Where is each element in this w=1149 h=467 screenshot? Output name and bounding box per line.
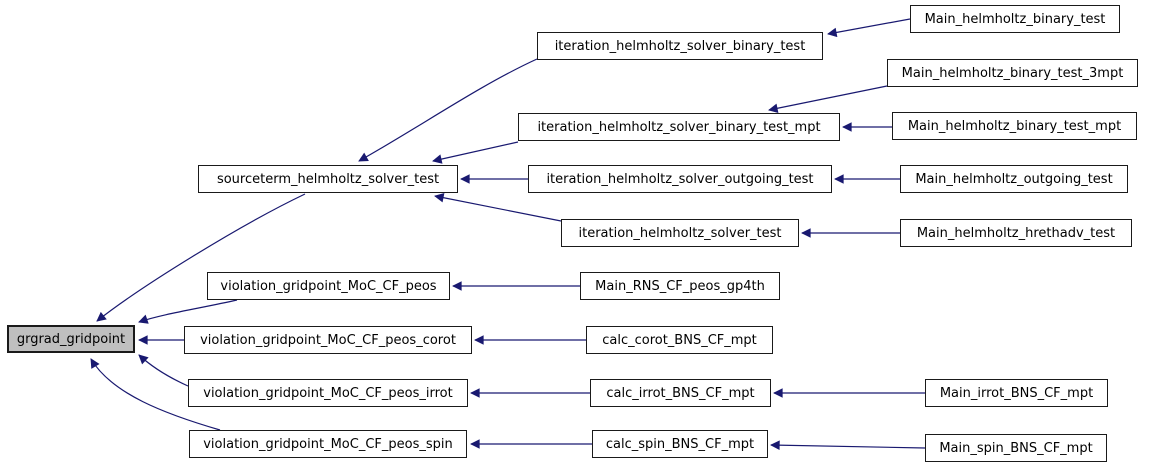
node-calc-irrot-bns-cf-mpt[interactable]: calc_irrot_BNS_CF_mpt — [590, 379, 771, 407]
node-label: iteration_helmholtz_solver_test — [578, 225, 782, 241]
node-violation-gridpoint-moc-cf-peos-irrot[interactable]: violation_gridpoint_MoC_CF_peos_irrot — [188, 379, 468, 407]
node-label: violation_gridpoint_MoC_CF_peos_spin — [203, 436, 453, 452]
node-label: iteration_helmholtz_solver_binary_test — [554, 38, 806, 54]
node-iteration-helmholtz-solver-outgoing-test[interactable]: iteration_helmholtz_solver_outgoing_test — [528, 165, 832, 193]
node-label: Main_spin_BNS_CF_mpt — [939, 440, 1093, 456]
node-violation-gridpoint-moc-cf-peos-corot[interactable]: violation_gridpoint_MoC_CF_peos_corot — [184, 326, 472, 354]
node-violation-gridpoint-moc-cf-peos[interactable]: violation_gridpoint_MoC_CF_peos — [207, 272, 450, 300]
edge-iteration_helmholtz_solver_test-sourceterm_helmholtz_solver_test — [434, 192, 562, 222]
node-iteration-helmholtz-solver-test[interactable]: iteration_helmholtz_solver_test — [561, 219, 799, 247]
node-label: iteration_helmholtz_solver_outgoing_test — [546, 171, 814, 187]
node-main-rns-cf-peos-gp4th[interactable]: Main_RNS_CF_peos_gp4th — [580, 272, 780, 300]
node-label: sourceterm_helmholtz_solver_test — [216, 171, 440, 187]
node-calc-corot-bns-cf-mpt[interactable]: calc_corot_BNS_CF_mpt — [586, 326, 773, 354]
node-label: Main_helmholtz_binary_test — [924, 11, 1106, 27]
node-label: calc_spin_BNS_CF_mpt — [605, 436, 755, 452]
node-label: violation_gridpoint_MoC_CF_peos — [220, 278, 437, 294]
node-grgrad-gridpoint[interactable]: grgrad_gridpoint — [7, 325, 135, 353]
node-label: iteration_helmholtz_solver_binary_test_m… — [537, 119, 821, 135]
node-main-helmholtz-outgoing-test[interactable]: Main_helmholtz_outgoing_test — [900, 165, 1128, 193]
node-label: grgrad_gridpoint — [16, 331, 126, 347]
node-label: Main_helmholtz_binary_test_mpt — [907, 118, 1122, 134]
edge-Main_spin_BNS_CF_mpt-calc_spin_BNS_CF_mpt — [770, 440, 926, 450]
node-calc-spin-bns-cf-mpt[interactable]: calc_spin_BNS_CF_mpt — [592, 430, 768, 458]
edge-iteration_helmholtz_solver_binary_test_mpt-sourceterm_helmholtz_solver_test — [432, 141, 519, 164]
node-label: Main_helmholtz_hrethadv_test — [916, 225, 1116, 241]
node-main-helmholtz-binary-test[interactable]: Main_helmholtz_binary_test — [910, 5, 1120, 33]
node-violation-gridpoint-moc-cf-peos-spin[interactable]: violation_gridpoint_MoC_CF_peos_spin — [189, 430, 467, 458]
node-label: Main_helmholtz_outgoing_test — [915, 171, 1113, 187]
edge-iteration_helmholtz_solver_binary_test-sourceterm_helmholtz_solver_test — [358, 58, 538, 162]
node-main-helmholtz-binary-test-mpt[interactable]: Main_helmholtz_binary_test_mpt — [892, 112, 1137, 140]
edge-Main_helmholtz_binary_test-iteration_helmholtz_solver_binary_test — [827, 18, 911, 38]
node-label: calc_irrot_BNS_CF_mpt — [606, 385, 755, 401]
edge-violation_gridpoint_MoC_CF_peos_irrot-grgrad_gridpoint — [138, 354, 189, 387]
node-main-helmholtz-hrethadv-test[interactable]: Main_helmholtz_hrethadv_test — [900, 219, 1132, 247]
node-label: violation_gridpoint_MoC_CF_peos_irrot — [203, 385, 453, 401]
node-iteration-helmholtz-solver-binary-test-mpt[interactable]: iteration_helmholtz_solver_binary_test_m… — [518, 113, 840, 141]
node-iteration-helmholtz-solver-binary-test[interactable]: iteration_helmholtz_solver_binary_test — [537, 32, 823, 60]
node-sourceterm-helmholtz-solver-test[interactable]: sourceterm_helmholtz_solver_test — [198, 165, 458, 193]
edge-violation_gridpoint_MoC_CF_peos-grgrad_gridpoint — [138, 299, 238, 324]
edge-Main_helmholtz_binary_test_3mpt-iteration_helmholtz_solver_binary_test_mpt — [768, 85, 888, 113]
node-label: calc_corot_BNS_CF_mpt — [602, 332, 757, 348]
node-main-irrot-bns-cf-mpt[interactable]: Main_irrot_BNS_CF_mpt — [925, 379, 1108, 407]
node-main-helmholtz-binary-test-3mpt[interactable]: Main_helmholtz_binary_test_3mpt — [887, 59, 1138, 87]
node-label: Main_helmholtz_binary_test_3mpt — [901, 65, 1124, 81]
node-main-spin-bns-cf-mpt[interactable]: Main_spin_BNS_CF_mpt — [925, 434, 1107, 462]
node-label: Main_RNS_CF_peos_gp4th — [595, 278, 765, 294]
edge-violation_gridpoint_MoC_CF_peos_spin-grgrad_gridpoint — [90, 358, 221, 431]
edge-sourceterm_helmholtz_solver_test-grgrad_gridpoint — [96, 193, 306, 322]
node-label: violation_gridpoint_MoC_CF_peos_corot — [200, 332, 456, 348]
node-label: Main_irrot_BNS_CF_mpt — [939, 385, 1094, 401]
